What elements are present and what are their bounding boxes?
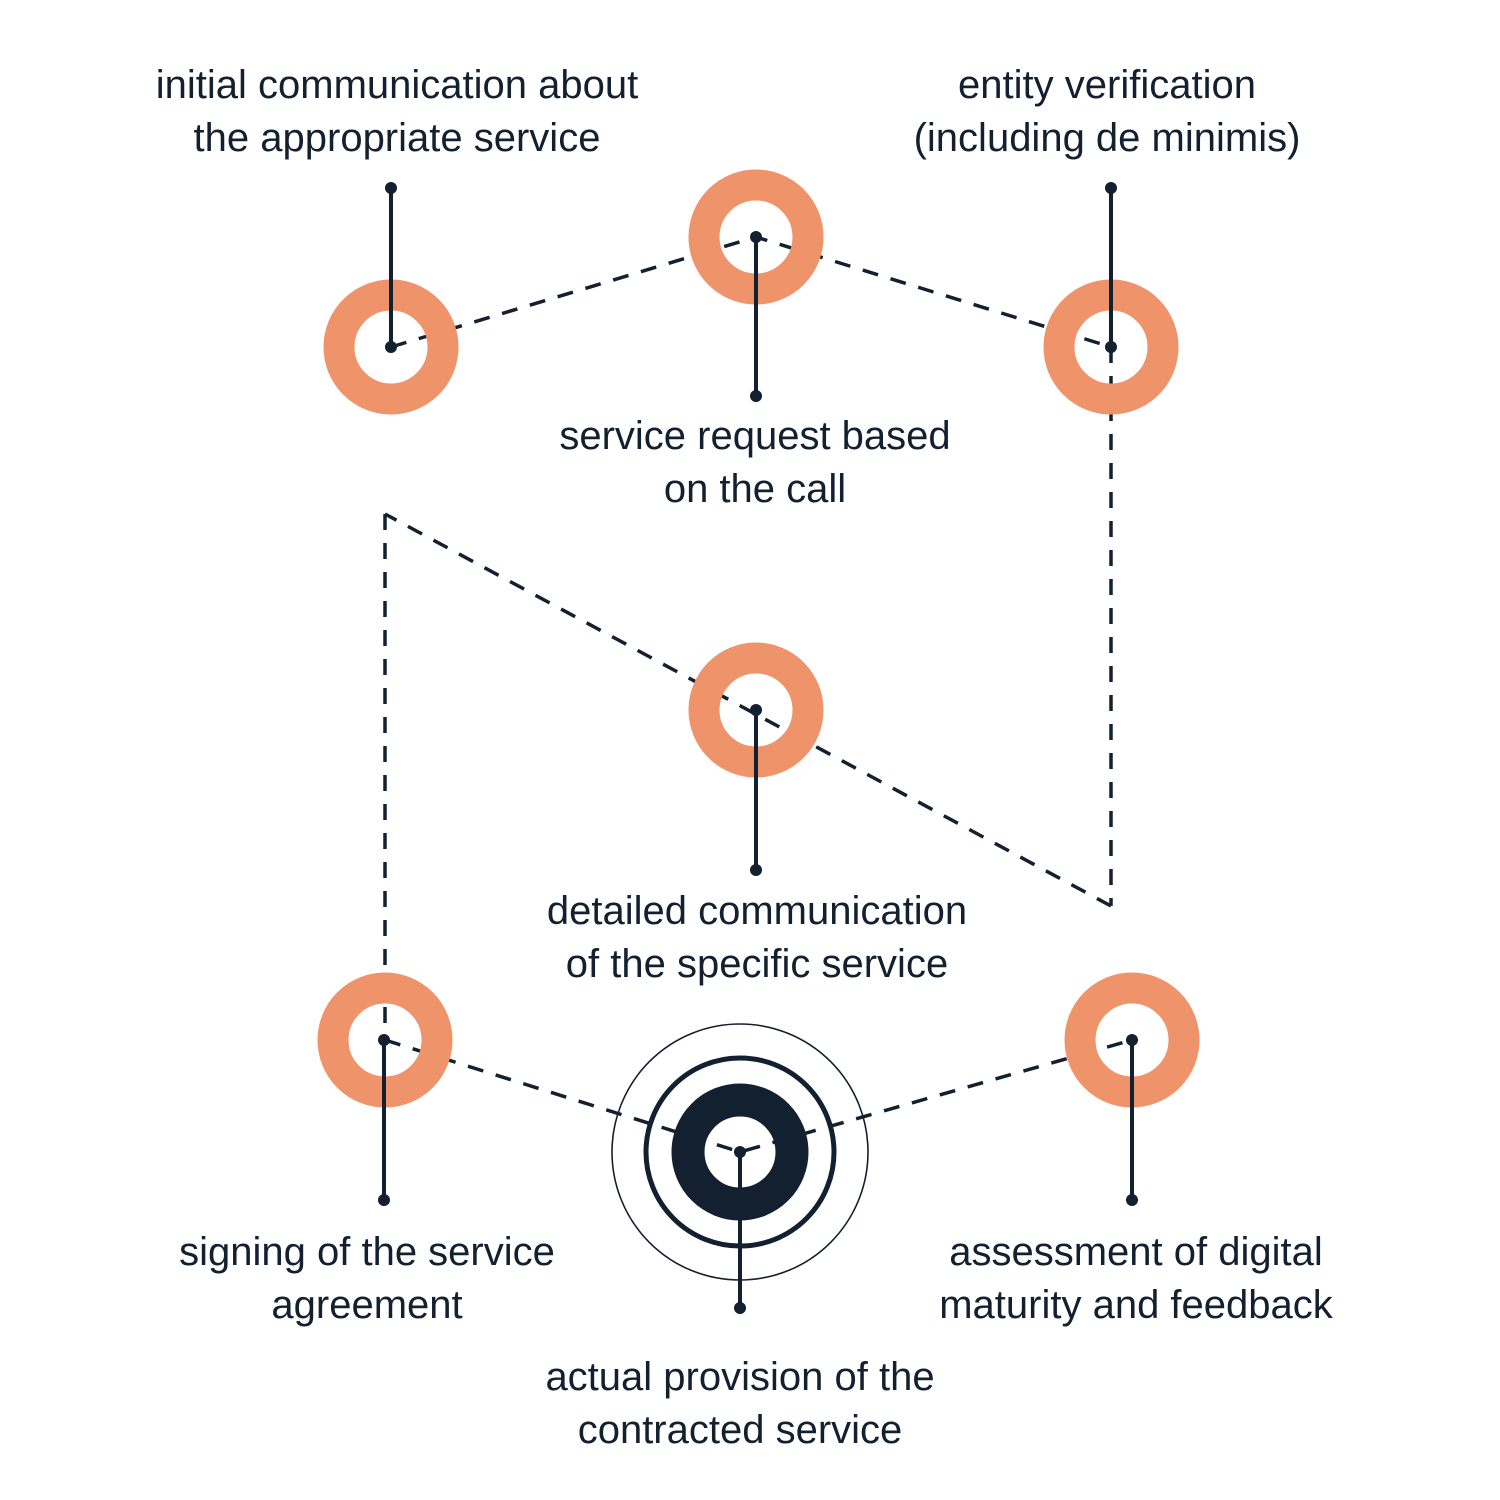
label-pins xyxy=(382,186,1134,1310)
dashed-connectors xyxy=(383,235,1133,1154)
label-actual-provision: actual provision of the contracted servi… xyxy=(545,1351,934,1457)
label-line: assessment of digital xyxy=(949,1230,1323,1274)
dot-service-request-end xyxy=(750,390,762,402)
label-line: (including de minimis) xyxy=(913,116,1301,160)
label-line: actual provision of the xyxy=(545,1355,935,1399)
dot-signing-agreement-center xyxy=(378,1034,390,1046)
label-line: entity verification xyxy=(958,63,1256,107)
label-entity-verification: entity verification (including de minimi… xyxy=(914,59,1301,165)
label-initial-communication: initial communication about the appropri… xyxy=(156,59,638,165)
label-line: on the call xyxy=(663,467,847,511)
label-detailed-communication: detailed communication of the specific s… xyxy=(547,885,967,991)
label-line: the appropriate service xyxy=(193,116,601,160)
label-line: maturity and feedback xyxy=(939,1283,1333,1327)
pin-dots xyxy=(378,182,1138,1314)
label-line: signing of the service xyxy=(179,1230,555,1274)
dot-signing-agreement-end xyxy=(378,1194,390,1206)
dot-actual-provision-end xyxy=(734,1302,746,1314)
dot-initial-communication-center xyxy=(385,341,397,353)
dot-assessment-feedback-end xyxy=(1126,1194,1138,1206)
label-line: contracted service xyxy=(577,1408,903,1452)
label-signing-agreement: signing of the service agreement xyxy=(179,1226,555,1332)
label-service-request: service request based on the call xyxy=(559,410,950,516)
dot-initial-communication-end xyxy=(385,182,397,194)
dot-service-request-center xyxy=(750,231,762,243)
label-assessment-feedback: assessment of digital maturity and feedb… xyxy=(939,1226,1333,1332)
dot-detailed-communication-end xyxy=(750,864,762,876)
connector-bottom xyxy=(384,1038,1133,1154)
label-line: detailed communication xyxy=(546,889,968,933)
dot-entity-verification-end xyxy=(1105,182,1117,194)
dot-assessment-feedback-center xyxy=(1126,1034,1138,1046)
dot-actual-provision-center xyxy=(734,1146,746,1158)
dot-detailed-communication-center xyxy=(750,704,762,716)
label-line: of the specific service xyxy=(565,942,949,986)
label-line: agreement xyxy=(271,1283,463,1327)
label-line: service request based xyxy=(559,414,951,458)
label-line: initial communication about xyxy=(155,63,639,107)
dot-entity-verification-center xyxy=(1105,341,1117,353)
connector-diagonal xyxy=(384,512,1112,908)
